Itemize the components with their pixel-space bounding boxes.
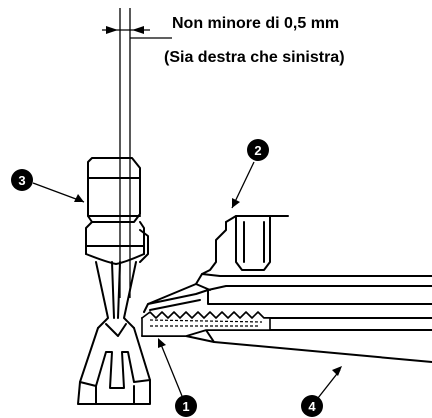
needle-bar xyxy=(77,157,151,405)
callout-2: 2 xyxy=(247,139,269,161)
callout-4: 4 xyxy=(301,395,323,417)
sides-label: (Sia destra che sinistra) xyxy=(164,49,345,66)
callout-3: 3 xyxy=(11,169,33,191)
svg-text:2: 2 xyxy=(254,143,261,158)
svg-text:1: 1 xyxy=(182,399,189,414)
needle-guard xyxy=(143,215,432,313)
leader-lines xyxy=(32,161,342,399)
dimension-markers xyxy=(102,8,172,298)
svg-text:3: 3 xyxy=(18,173,25,188)
callout-1: 1 xyxy=(175,395,197,417)
feed-dog xyxy=(141,311,271,337)
svg-text:4: 4 xyxy=(308,399,316,414)
clearance-label: Non minore di 0,5 mm xyxy=(172,15,339,32)
